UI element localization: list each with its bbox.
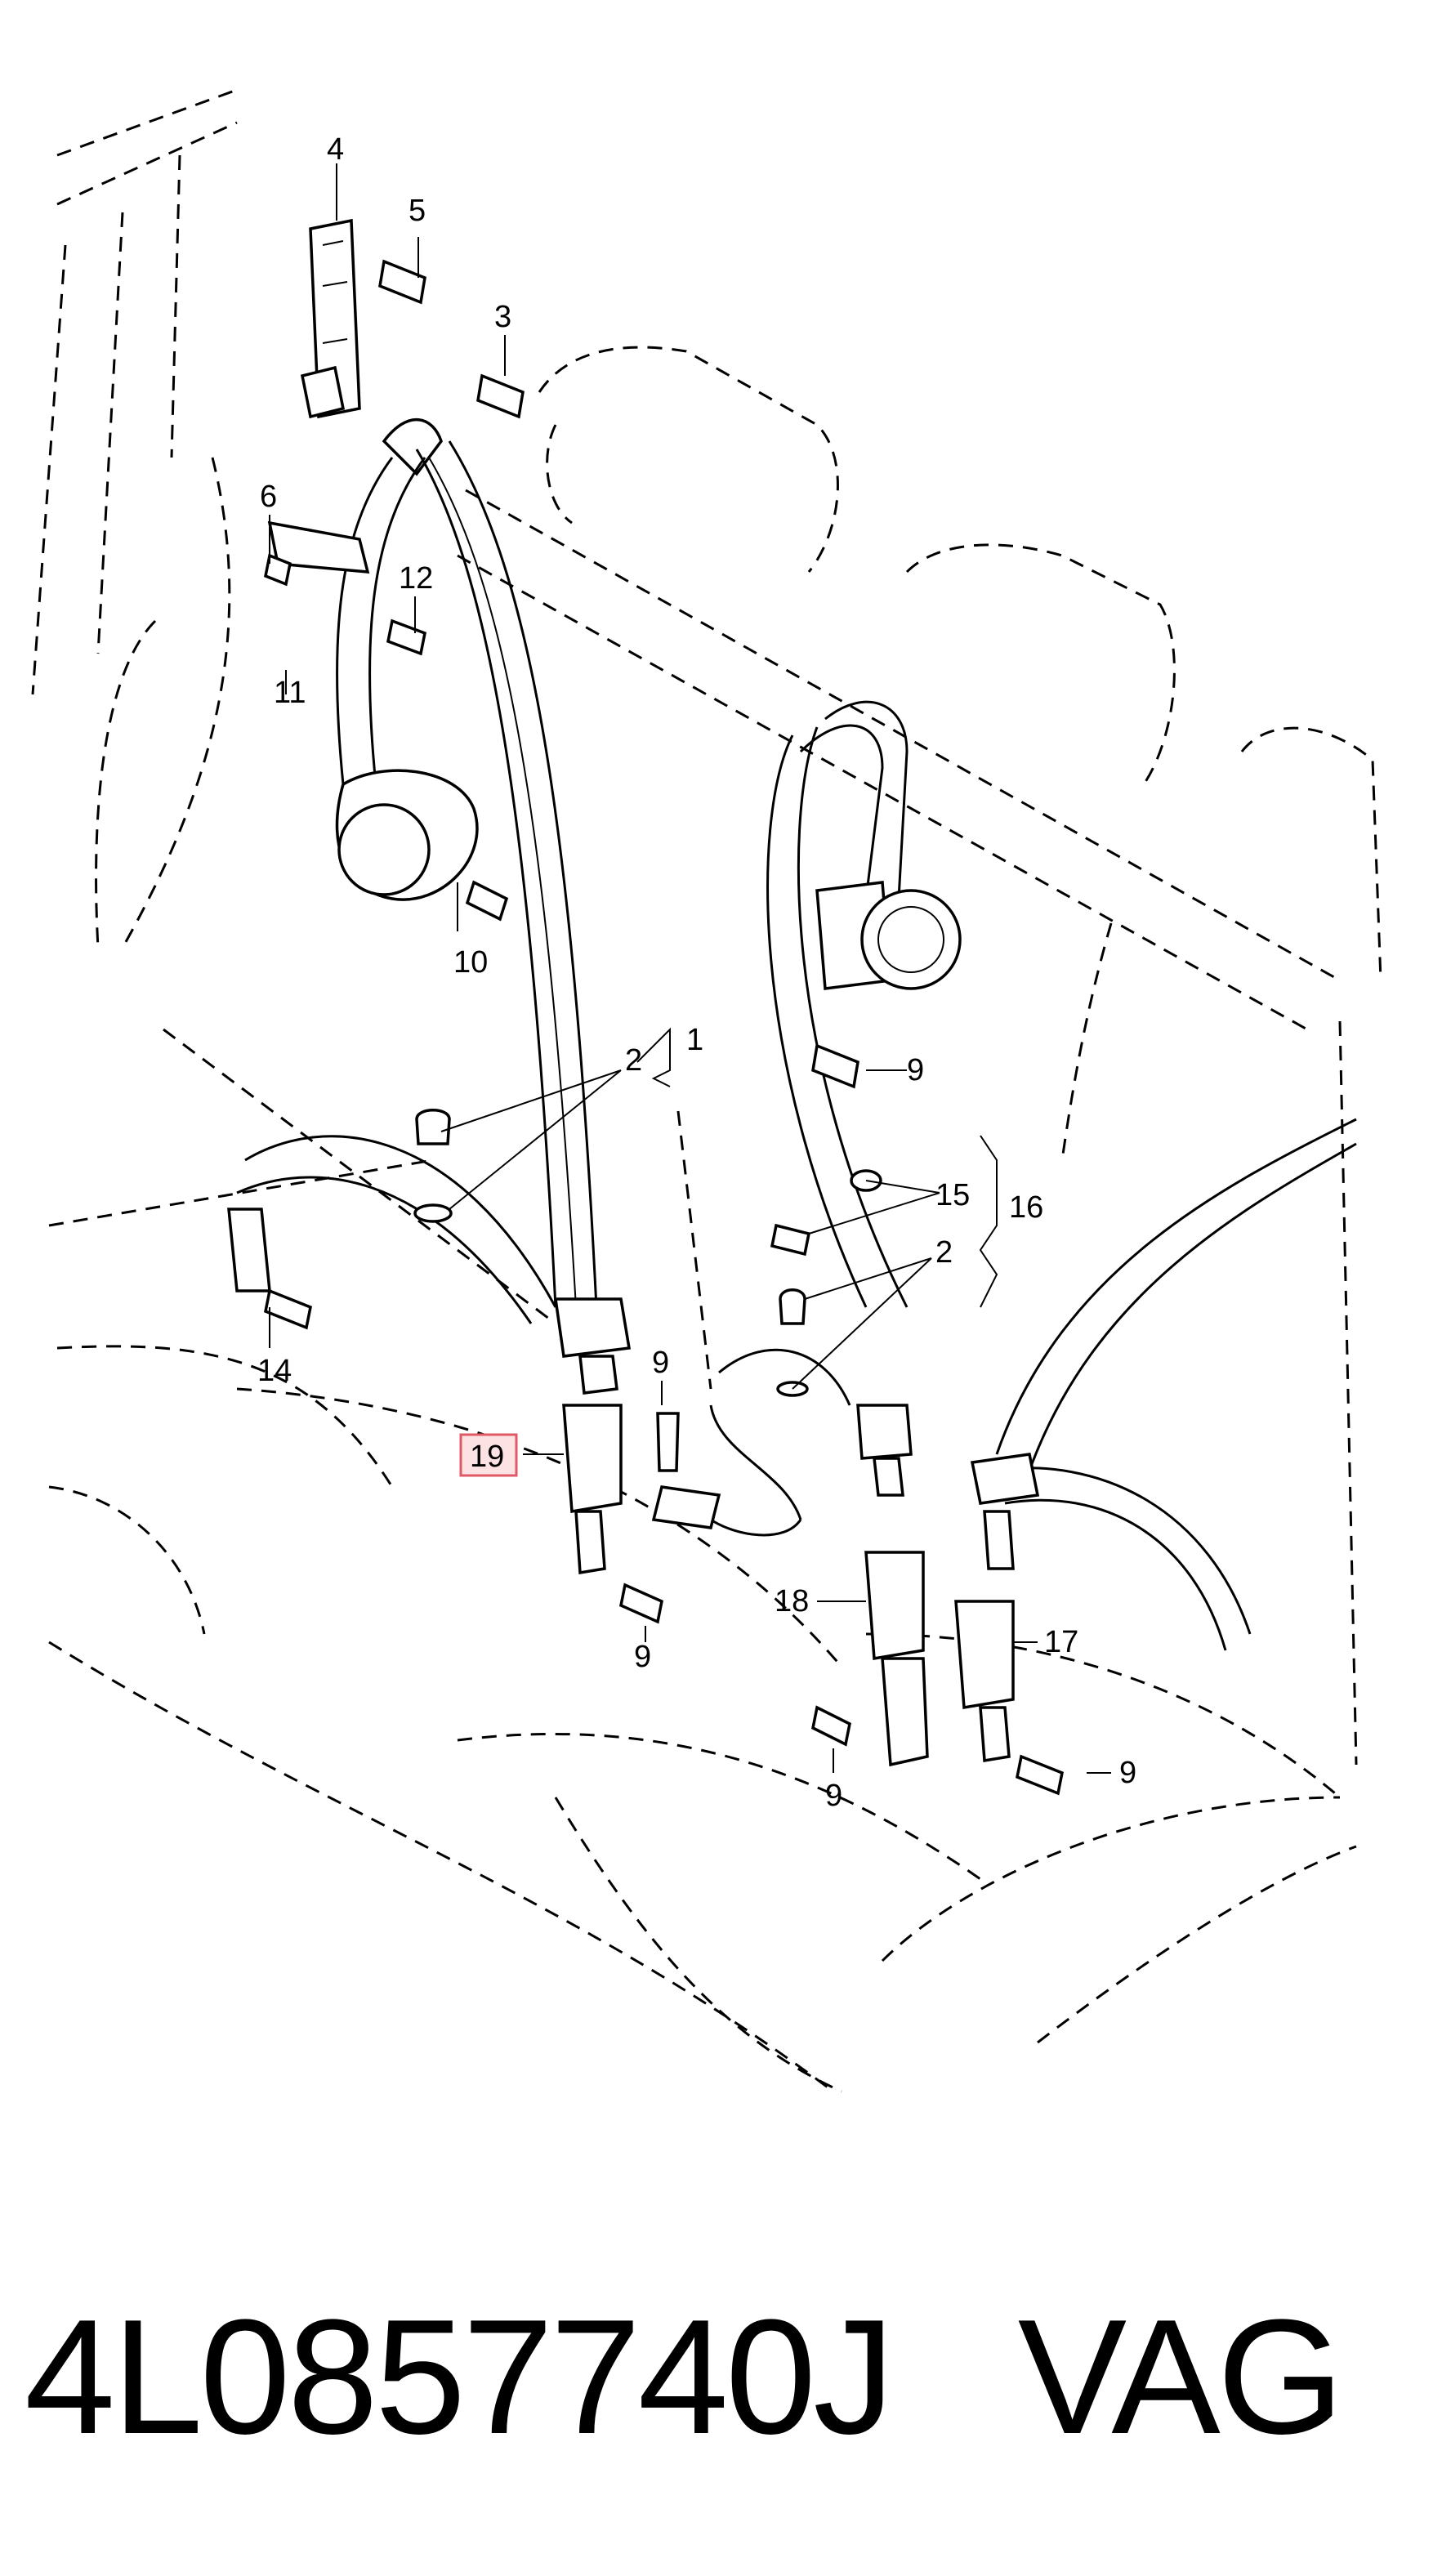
center-fasteners [656, 1043, 882, 1472]
callout-19: 19 [470, 1440, 504, 1474]
buckle-19 [562, 1404, 663, 1624]
callout-10: 10 [453, 945, 488, 980]
callout-16: 16 [1009, 1190, 1043, 1225]
right-belt-assembly [970, 1118, 1357, 1651]
brand-name: VAG [1017, 2286, 1345, 2468]
callout-4: 4 [327, 132, 344, 167]
vehicle-body-outline [31, 88, 556, 1635]
caption-spacer [891, 2286, 1018, 2468]
callout-9: 9 [825, 1779, 842, 1813]
callout-14: 14 [257, 1354, 292, 1388]
callout-2: 2 [935, 1235, 953, 1270]
left-belt-assembly [227, 218, 632, 1395]
highlighted-callout-19: 19 [459, 1433, 518, 1477]
part-caption: 4L0857740J VAG [25, 2288, 1426, 2467]
callout-12: 12 [399, 561, 433, 596]
callout-6: 6 [260, 480, 277, 514]
callout-9: 9 [634, 1640, 651, 1674]
callout-3: 3 [494, 300, 511, 334]
buckle-18 [811, 1551, 929, 1767]
leader-lines [269, 163, 1111, 1774]
callout-9: 9 [1119, 1756, 1136, 1790]
part-number: 4L0857740J [25, 2286, 895, 2468]
highlight-box [459, 1433, 518, 1477]
buckle-17 [954, 1600, 1065, 1796]
callout-5: 5 [409, 194, 426, 228]
seat-belt-exploded-diagram: 1 2 2 3 4 5 6 9 9 9 9 9 10 11 12 14 15 1… [31, 88, 1382, 2093]
rear-seat-outline [48, 346, 1382, 2093]
callout-17: 17 [1044, 1625, 1078, 1659]
callout-labels: 1 2 2 3 4 5 6 9 9 9 9 9 10 11 12 14 15 1… [257, 132, 1136, 1813]
left-fasteners [263, 259, 525, 1330]
callout-11: 11 [274, 676, 306, 710]
callout-2: 2 [625, 1043, 642, 1078]
callout-9: 9 [907, 1053, 924, 1087]
callout-9: 9 [652, 1346, 669, 1380]
callout-18: 18 [775, 1584, 809, 1618]
callout-15: 15 [935, 1178, 970, 1212]
callout-1: 1 [686, 1023, 703, 1057]
center-belt-assembly [651, 700, 962, 1537]
